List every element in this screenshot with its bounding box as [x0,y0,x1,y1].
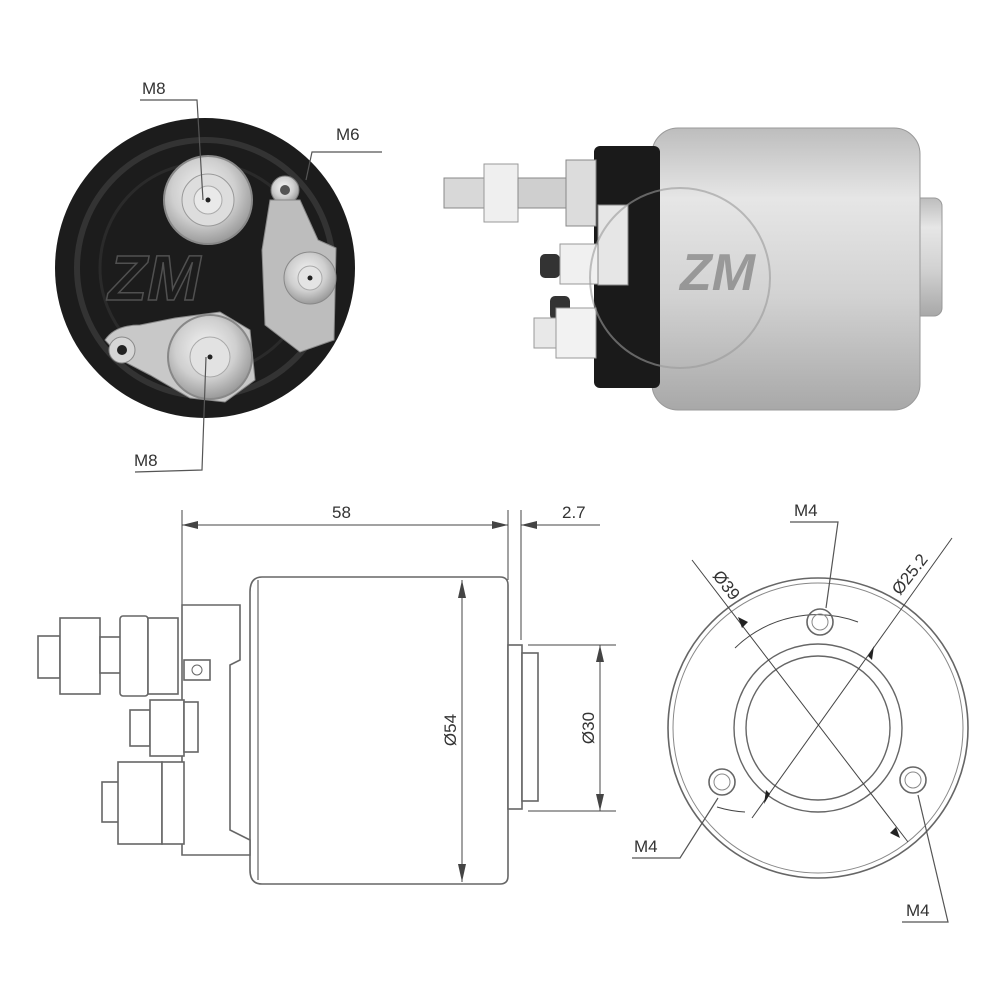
svg-text:M8: M8 [142,79,166,98]
dim-body-diameter: Ø54 [441,580,466,882]
svg-text:M4: M4 [794,501,818,520]
dim-protrusion: 2.7 [521,503,600,529]
dim-boss-diameter: Ø30 [528,644,616,812]
hole-right-m4 [899,766,927,794]
terminal-m6 [261,175,337,353]
callout-bottom-m8: M8 [134,356,207,473]
callout-top-m8: M8 [140,79,204,201]
svg-text:M4: M4 [906,901,930,920]
photo-end-view: ZM M8 M6 M8 [55,79,382,473]
dim-length: 58 [182,503,508,529]
callout-hole-top: M4 [790,501,839,609]
front-drawing: Ø39 Ø25.2 M4 M4 M4 [632,501,969,923]
hole-top-m4 [806,608,834,636]
svg-text:58: 58 [332,503,351,522]
photo-side-view: ZM [443,127,943,411]
terminal-bottom-m8 [104,311,256,403]
svg-text:Ø30: Ø30 [579,712,598,744]
svg-text:2.7: 2.7 [562,503,586,522]
svg-text:M6: M6 [336,125,360,144]
callout-hole-left: M4 [632,797,719,859]
dim-outer-diameter: Ø39 [691,559,909,843]
hole-left-m4 [708,768,736,796]
svg-text:Ø39: Ø39 [709,567,744,604]
callout-hole-right: M4 [902,794,949,923]
watermark-logo: ZM [106,242,202,314]
svg-text:Ø54: Ø54 [441,714,460,746]
watermark-logo: ZM [678,244,757,302]
svg-text:M4: M4 [634,837,658,856]
svg-text:Ø25.2: Ø25.2 [888,550,931,598]
terminal-top-m8 [163,155,253,245]
side-drawing: 58 2.7 [37,503,616,885]
callout-m6: M6 [305,125,382,181]
svg-text:M8: M8 [134,451,158,470]
